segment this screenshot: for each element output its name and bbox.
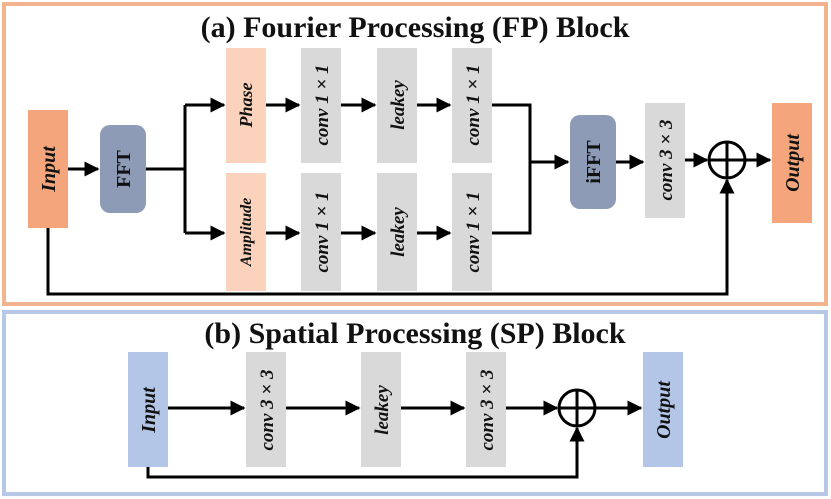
amp-conv1-label-2: conv 1 × 1 bbox=[463, 191, 484, 272]
phase-conv1-box-2 bbox=[452, 48, 492, 163]
phase-label: Phase bbox=[236, 82, 256, 128]
phase-leakey-label: leakey bbox=[388, 80, 409, 130]
fp-block-title: (a) Fourier Processing (FP) Block bbox=[201, 11, 630, 44]
fp-input-box bbox=[28, 110, 68, 228]
fp-connectors bbox=[46, 97, 772, 296]
amp-conv1-box-1 bbox=[301, 173, 341, 291]
phase-leakey-box bbox=[377, 48, 417, 163]
amp-leakey-label: leakey bbox=[388, 207, 409, 257]
phase-conv1-box-1 bbox=[301, 48, 341, 163]
sp-conv3-box-2 bbox=[466, 352, 506, 467]
phase-box bbox=[226, 48, 266, 163]
sp-block-title: (b) Spatial Processing (SP) Block bbox=[204, 317, 625, 350]
sp-output-label: Output bbox=[653, 380, 675, 439]
fft-label: FFT bbox=[113, 149, 135, 187]
phase-conv1-label-2: conv 1 × 1 bbox=[463, 64, 484, 145]
sp-sum-icon bbox=[557, 388, 597, 428]
fft-box bbox=[100, 125, 146, 213]
sp-input-label: Input bbox=[138, 386, 160, 434]
fp-sum-icon bbox=[707, 140, 747, 180]
sp-conv3-label-1: conv 3 × 3 bbox=[257, 369, 278, 450]
fp-conv3-box bbox=[645, 103, 685, 218]
fp-output-label: Output bbox=[782, 133, 804, 192]
phase-conv1-label-1: conv 1 × 1 bbox=[312, 64, 333, 145]
fp-conv3-label: conv 3 × 3 bbox=[656, 119, 677, 200]
ifft-box bbox=[570, 115, 616, 209]
sp-block-frame bbox=[2, 310, 828, 496]
amplitude-box bbox=[226, 173, 266, 291]
sp-conv3-label-2: conv 3 × 3 bbox=[477, 369, 498, 450]
fp-output-box bbox=[772, 103, 812, 223]
amp-conv1-label-1: conv 1 × 1 bbox=[312, 191, 333, 272]
amp-conv1-box-2 bbox=[452, 173, 492, 291]
fp-block-frame bbox=[2, 2, 828, 306]
fp-input-label: Input bbox=[38, 145, 60, 193]
sp-conv3-box-1 bbox=[246, 352, 286, 467]
amp-leakey-box bbox=[377, 173, 417, 291]
sp-input-box bbox=[128, 352, 168, 467]
sp-output-box bbox=[643, 352, 683, 467]
ifft-label: iFFT bbox=[583, 140, 605, 184]
sp-leakey-box bbox=[361, 352, 401, 467]
amplitude-label: Amplitude bbox=[238, 198, 255, 267]
sp-connectors bbox=[146, 400, 643, 479]
sp-leakey-label: leakey bbox=[372, 385, 393, 435]
